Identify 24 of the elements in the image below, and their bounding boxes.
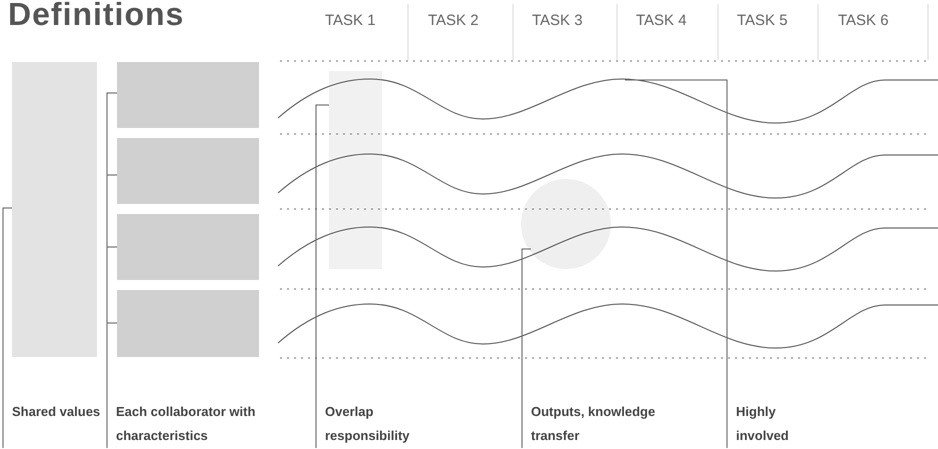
caption-text: Highly involved (727, 400, 817, 448)
leader-line (106, 322, 118, 448)
caption-text: Shared values (3, 400, 103, 424)
column-header: TASK 5 (737, 12, 788, 30)
caption-text: Outputs, knowledge transfer (522, 400, 672, 448)
column-header: TASK 3 (532, 12, 583, 30)
column-header: TASK 4 (636, 12, 687, 30)
column-header: TASK 6 (838, 12, 889, 30)
diagram-title: Definitions (8, 0, 184, 32)
caption-text: Overlap responsibility (316, 400, 436, 448)
collaborator-box (117, 214, 259, 280)
collaborator-box (117, 62, 259, 128)
leader-line (522, 248, 532, 448)
leader-line (624, 80, 728, 448)
leader-line (316, 104, 330, 448)
shared-values-bar (12, 62, 97, 357)
caption-text: Each collaborator with characteristics (107, 400, 277, 448)
column-header: TASK 2 (428, 12, 479, 30)
leader-line (2, 208, 12, 448)
overlap-band (329, 71, 382, 269)
collaborator-box (117, 138, 259, 204)
collaborator-box (117, 290, 259, 357)
wave-line (278, 78, 938, 124)
column-header: TASK 1 (325, 12, 376, 30)
